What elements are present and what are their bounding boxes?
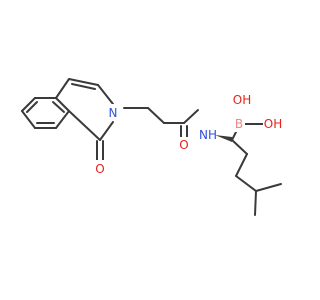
bond-double-inner — [26, 101, 38, 113]
atom-oh-upper: OH — [233, 93, 251, 107]
atom-o-amide: O — [179, 138, 188, 152]
pyridinone-ring — [55, 78, 114, 161]
bond — [235, 153, 248, 177]
bond — [235, 175, 257, 192]
bond — [254, 190, 257, 216]
atom-labels: N O NH O B OH OH — [94, 92, 283, 176]
bond — [68, 110, 101, 141]
atom-n-ring: N — [109, 106, 118, 120]
bond — [231, 139, 248, 155]
bond — [255, 183, 282, 192]
bond-double-inner — [52, 101, 65, 113]
bond — [183, 109, 199, 124]
bond — [21, 97, 36, 112]
bond — [147, 107, 165, 124]
bond — [55, 97, 70, 112]
molecule-structure-diagram: N O NH O B OH OH — [21, 78, 283, 216]
linker-chain — [123, 107, 199, 138]
atom-o-ring-carbonyl: O — [95, 162, 104, 176]
bond — [21, 110, 36, 129]
bond-double-inner — [71, 83, 96, 90]
atom-oh-right: OH — [264, 117, 282, 131]
bond — [99, 121, 114, 141]
benzene-ring — [21, 97, 70, 129]
bond — [55, 78, 70, 99]
bond — [97, 84, 114, 105]
leucine-boronate — [215, 123, 282, 216]
molecule-svg: N O NH O B OH OH — [21, 78, 283, 216]
atom-boron: B — [235, 117, 243, 131]
bond — [68, 78, 99, 86]
bond — [55, 110, 70, 129]
wedge-bond — [215, 135, 232, 142]
atom-nh: NH — [199, 128, 217, 142]
